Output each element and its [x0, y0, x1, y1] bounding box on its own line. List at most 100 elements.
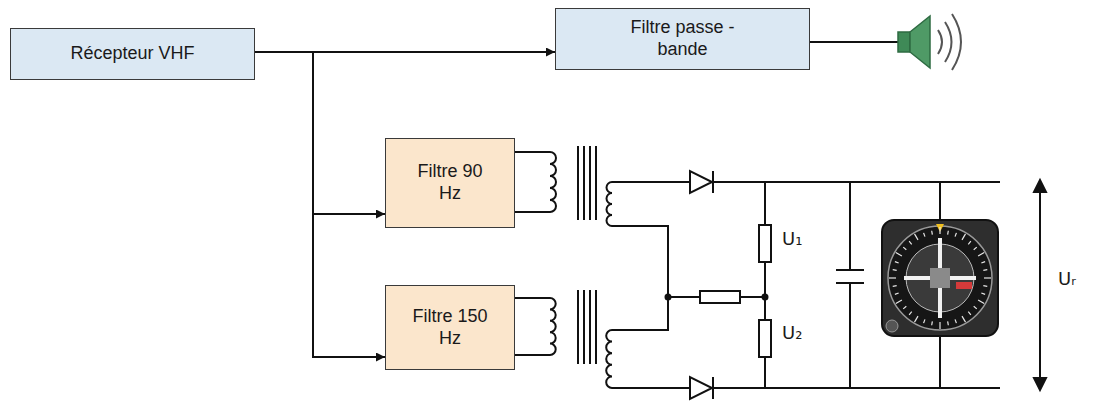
dial-tick	[939, 227, 940, 234]
dial-tick	[931, 321, 933, 325]
warning-flag	[956, 282, 972, 289]
dial-tick	[896, 253, 902, 257]
dial-tick	[978, 300, 984, 304]
instrument-case	[882, 220, 998, 336]
dial-tick	[974, 306, 977, 309]
speaker-body	[898, 32, 910, 52]
wire	[515, 354, 550, 356]
sound-wave	[945, 22, 952, 62]
core-line	[577, 146, 579, 220]
dial-tick	[978, 253, 984, 257]
wire	[849, 283, 851, 388]
wire	[764, 182, 766, 225]
diode-symbol	[690, 377, 713, 399]
box-label: Filtre passe - bande	[608, 17, 758, 60]
aircraft-symbol	[930, 268, 950, 288]
coil-symbol	[606, 330, 612, 388]
dial-tick	[924, 319, 925, 323]
speaker-icon	[898, 14, 961, 70]
dial-tick	[955, 319, 956, 323]
resistor-symbol	[700, 291, 740, 303]
sound-wave	[938, 30, 942, 54]
arrow-head	[1034, 180, 1046, 192]
core-line	[595, 290, 597, 364]
box-label: Récepteur VHF	[70, 43, 194, 65]
dial-tick	[893, 285, 897, 287]
dial-tick	[903, 247, 906, 250]
dial-tick	[981, 262, 985, 263]
bottom-rail	[612, 387, 1000, 389]
filter-box: Filtre 90 Hz	[385, 138, 515, 228]
wire	[740, 296, 765, 298]
core-line	[595, 146, 597, 220]
transformer-symbol	[515, 290, 612, 388]
dial-tick	[947, 321, 949, 325]
hsi-instrument	[882, 220, 998, 336]
capacitor-plate	[836, 269, 864, 271]
voltage-arrow	[1039, 190, 1041, 380]
top-rail	[612, 181, 1000, 183]
dial-tick	[909, 312, 912, 315]
diode-symbol	[690, 171, 713, 193]
dial-tick	[968, 241, 971, 244]
dial-tick	[962, 234, 966, 240]
wire	[939, 182, 941, 222]
dial-tick	[895, 293, 899, 294]
dial-tick	[915, 316, 919, 322]
coil-symbol	[550, 152, 556, 212]
dial-tick	[931, 231, 933, 235]
wire	[939, 336, 941, 388]
coil-symbol	[607, 182, 613, 226]
box-label: Filtre 90 Hz	[405, 161, 495, 204]
dial-tick	[968, 312, 971, 315]
core-line	[589, 146, 591, 220]
filter-box: Filtre passe - bande	[555, 8, 810, 70]
dial-tick	[983, 269, 987, 271]
dial-tick	[984, 277, 991, 278]
core-line	[583, 290, 585, 364]
box-label: Filtre 150 Hz	[400, 306, 500, 349]
center-wire	[612, 226, 668, 330]
core-line	[583, 146, 585, 220]
wire	[764, 262, 766, 320]
signal-connector	[255, 52, 385, 214]
diode-bar	[712, 377, 714, 399]
resistor-symbol	[759, 320, 771, 357]
speaker-cone	[910, 16, 930, 68]
audio-wire	[810, 41, 898, 43]
voltage-label: Uᵣ	[1056, 268, 1078, 289]
sound-wave	[952, 14, 961, 70]
wire	[515, 297, 550, 299]
dial-tick	[939, 322, 940, 329]
filter-box: Filtre 150 Hz	[385, 285, 515, 370]
dial-ticks	[889, 227, 991, 329]
coil-symbol	[550, 298, 556, 355]
resistor-symbol	[759, 225, 771, 262]
wire	[668, 296, 700, 298]
instrument-knob	[886, 320, 898, 332]
receiver-box: Récepteur VHF	[10, 28, 255, 80]
dial-tick	[981, 293, 985, 294]
arrow-head	[1034, 378, 1046, 390]
diode-bar	[712, 171, 714, 193]
transformer-symbol	[515, 146, 612, 226]
dial-tick	[896, 300, 902, 304]
dial-tick	[974, 247, 977, 250]
junction-dot	[666, 295, 671, 300]
wire	[764, 357, 766, 388]
instrument-dial	[888, 226, 992, 330]
core-line	[589, 290, 591, 364]
dial-tick	[903, 306, 906, 309]
dial-tick	[915, 234, 919, 240]
diode-triangle	[690, 171, 712, 193]
voltage-label: U₂	[780, 322, 804, 343]
dial-tick	[889, 277, 896, 278]
wire	[515, 151, 550, 153]
core-line	[577, 290, 579, 364]
dial-tick	[962, 316, 966, 322]
dial-tick	[895, 262, 899, 263]
voltage-label: U₁	[780, 228, 804, 249]
signal-connector	[255, 52, 385, 357]
dial-tick	[955, 233, 956, 237]
